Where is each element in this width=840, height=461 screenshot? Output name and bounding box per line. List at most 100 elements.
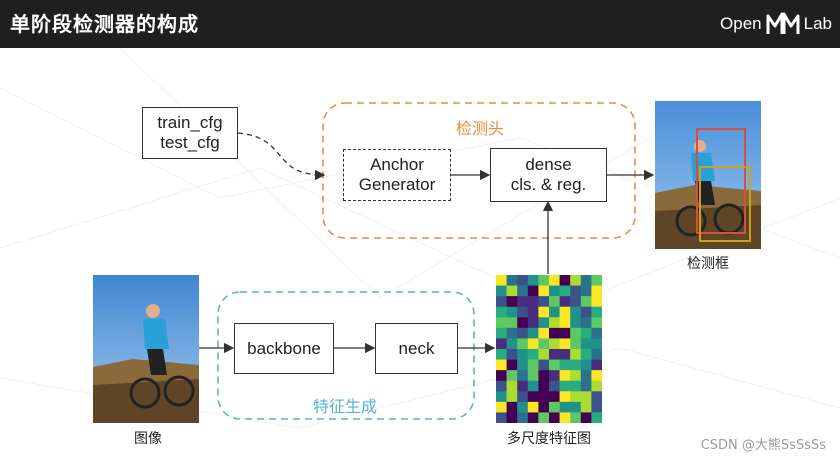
bicycle-bbox [699, 166, 751, 242]
feature-map-cell [538, 327, 550, 339]
feature-map-cell [591, 317, 602, 329]
feature-map-cell [580, 370, 592, 382]
feature-map-cell [538, 317, 550, 329]
feature-map-cell [496, 359, 507, 371]
feature-map-cell [517, 370, 529, 382]
logo-text-open: Open [720, 14, 762, 33]
feature-map-cell [570, 338, 582, 350]
feature-map-cell [538, 412, 550, 423]
feature-map-image [496, 275, 602, 423]
dense-head-box: dense cls. & reg. [490, 148, 607, 202]
feature-map-cell [591, 338, 602, 350]
feature-map-cell [506, 359, 518, 371]
feature-map-cell [538, 380, 550, 392]
logo-text-lab: Lab [803, 14, 832, 33]
feature-map-cell [591, 412, 602, 423]
feature-map-cell [506, 327, 518, 339]
feature-map-cell [549, 401, 560, 413]
feature-map-cell [506, 391, 518, 403]
feature-map-cell [527, 380, 539, 392]
feature-map-cell [506, 412, 518, 423]
feature-map-cell [591, 275, 602, 286]
feature-map-cell [496, 317, 507, 329]
backbone-box: backbone [234, 323, 334, 374]
feature-map-cell [580, 349, 592, 360]
feature-map-cell [496, 306, 507, 318]
input-image [93, 275, 199, 423]
feature-map-cell [506, 296, 518, 308]
feature-map-cell [538, 275, 550, 286]
feature-map-cell [549, 338, 560, 350]
feature-map-cell [517, 412, 529, 423]
feature-map-cell [549, 391, 560, 403]
feature-map-cell [559, 391, 571, 403]
feature-map-cell [549, 327, 560, 339]
feature-map-cell [570, 359, 582, 371]
feature-map-cell [580, 317, 592, 329]
feature-map-cell [517, 285, 529, 297]
train-cfg-label: train_cfg [157, 113, 223, 132]
feature-map-cell [527, 275, 539, 286]
feature-map-cell [580, 275, 592, 286]
feature-map-cell [506, 370, 518, 382]
feature-map-cell [517, 349, 529, 360]
feature-map-cell [527, 391, 539, 403]
feature-map-cell [559, 412, 571, 423]
feature-map-cell [527, 338, 539, 350]
feature-map-cell [549, 349, 560, 360]
feature-map-cell [559, 359, 571, 371]
feature-map-cell [570, 306, 582, 318]
feature-map-cell [496, 327, 507, 339]
feature-map-cell [549, 370, 560, 382]
feature-map-cell [559, 401, 571, 413]
config-box: train_cfg test_cfg [142, 107, 238, 159]
head-group-frame [322, 102, 636, 239]
feature-map-cell [570, 380, 582, 392]
openmmlab-logo: Open Lab [720, 12, 832, 36]
feature-map-cell [591, 349, 602, 360]
feature-map-cell [538, 338, 550, 350]
feature-map-cell [570, 275, 582, 286]
feature-map-cell [570, 401, 582, 413]
feature-map-cell [496, 338, 507, 350]
feature-map-cell [559, 349, 571, 360]
feature-map-cell [506, 317, 518, 329]
generator-label: Generator [358, 175, 436, 194]
feature-map-cell [591, 401, 602, 413]
feature-map-cell [580, 327, 592, 339]
feature-map-cell [527, 306, 539, 318]
feature-group-label: 特征生成 [312, 397, 377, 416]
feature-map-cell [549, 380, 560, 392]
feature-map-cell [527, 412, 539, 423]
feature-map-cell [527, 370, 539, 382]
feature-map-cell [591, 306, 602, 318]
feature-map-cell [527, 327, 539, 339]
feature-map-cell [549, 285, 560, 297]
feature-map-cell [591, 359, 602, 371]
feature-map-cell [570, 296, 582, 308]
feature-map-cell [559, 380, 571, 392]
feature-map-cell [559, 285, 571, 297]
feature-map-cell [506, 401, 518, 413]
feature-map-cell [570, 349, 582, 360]
feature-map-cell [538, 306, 550, 318]
feature-map-cell [527, 285, 539, 297]
feature-map-cell [591, 327, 602, 339]
feature-map-cell [538, 391, 550, 403]
feature-map-cell [527, 349, 539, 360]
feature-map-cell [506, 349, 518, 360]
feature-map-cell [580, 391, 592, 403]
neck-box: neck [375, 323, 458, 374]
feature-map-cell [496, 296, 507, 308]
feature-map-cell [591, 285, 602, 297]
feature-map-cell [580, 380, 592, 392]
detection-output-image [655, 101, 761, 249]
dense-label: dense [525, 155, 572, 174]
feature-map-cell [580, 296, 592, 308]
mm-logo-icon [766, 12, 800, 34]
feature-map-cell [496, 275, 507, 286]
feature-map-cell [538, 359, 550, 371]
feature-map-cell [580, 359, 592, 371]
feature-map-cell [517, 380, 529, 392]
